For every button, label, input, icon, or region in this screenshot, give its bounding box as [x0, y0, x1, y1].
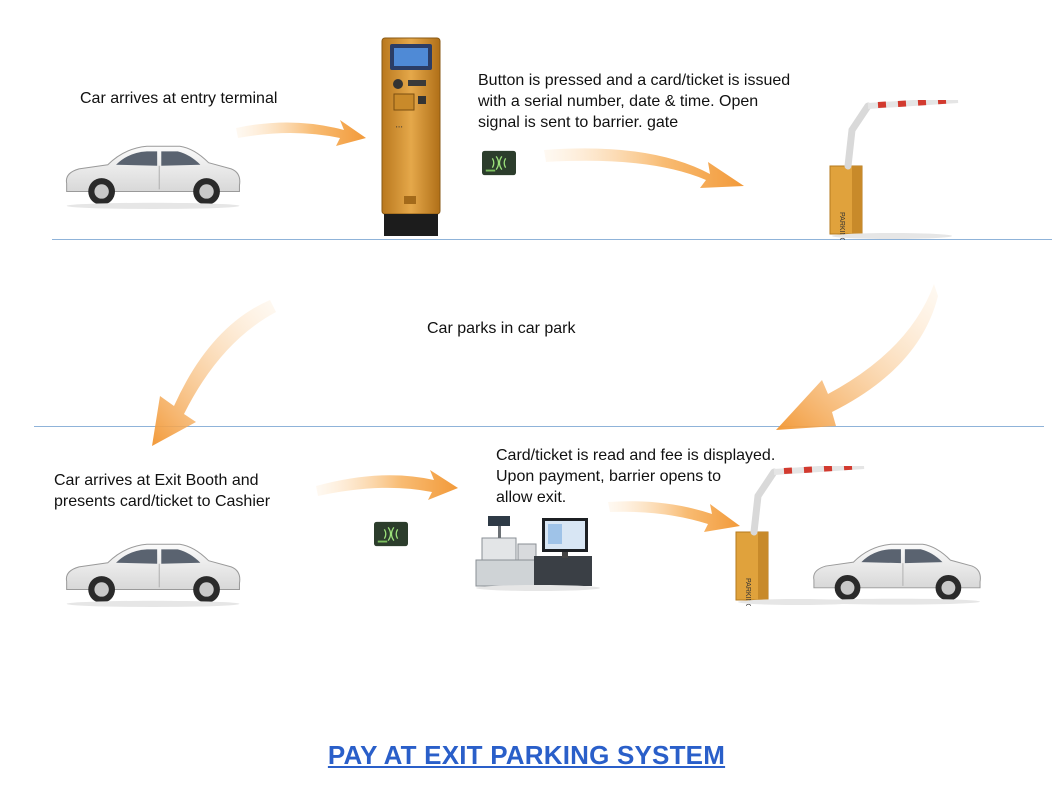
car-icon — [58, 138, 244, 210]
step-car-arrives-exit: Car arrives at Exit Booth and presents c… — [54, 472, 271, 510]
rfid-card-icon — [482, 150, 516, 176]
arrow-down-left — [152, 300, 276, 446]
divider-top — [52, 239, 1052, 240]
step-card-read: Card/ticket is read and fee is displayed… — [496, 447, 776, 506]
car-icon-exit-booth — [58, 536, 244, 608]
arrow-down-right-to-exit — [776, 284, 938, 430]
car-icon-exiting — [806, 536, 984, 606]
arrow-to-terminal — [236, 120, 366, 146]
rfid-card-icon-exit — [374, 521, 408, 547]
entry-terminal-icon: ▪ ▪ ▪ — [381, 37, 441, 236]
arrow-to-exit-barrier — [608, 501, 740, 532]
barrier-gate-icon — [822, 100, 962, 240]
svg-text:▪ ▪ ▪: ▪ ▪ ▪ — [396, 124, 403, 129]
step-button-pressed: Button is pressed and a card/ticket is i… — [478, 72, 791, 131]
step-car-parks: Car parks in car park — [427, 320, 576, 337]
arrow-to-barrier — [544, 148, 744, 188]
cashier-station-icon — [475, 516, 600, 591]
page-title: PAY AT EXIT PARKING SYSTEM — [327, 740, 726, 770]
step-car-arrives-entry: Car arrives at entry terminal — [80, 90, 278, 107]
arrow-to-cashier — [316, 470, 458, 500]
divider-bottom — [34, 426, 1044, 427]
